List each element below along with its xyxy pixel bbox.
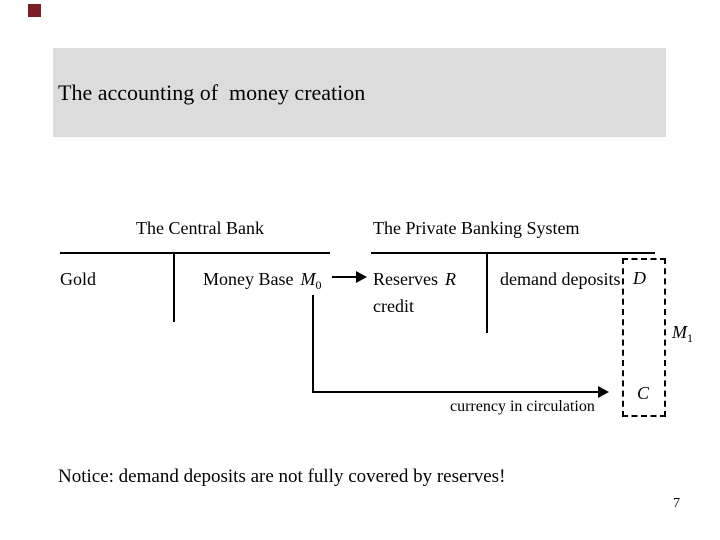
private-banking-asset-reserves: Reserves R xyxy=(373,269,456,290)
currency-symbol: C xyxy=(637,383,650,403)
money-base-to-reserves-arrow-shaft xyxy=(332,276,358,278)
money-base-symbol: M xyxy=(300,269,316,289)
private-banking-top-rule xyxy=(371,252,655,254)
currency-path-arrow-head xyxy=(598,386,609,398)
currency-path-horizontal xyxy=(312,391,600,393)
title-bar: The accounting of money creation xyxy=(53,48,666,137)
reserves-label: Reserves xyxy=(373,269,438,289)
private-banking-divider xyxy=(486,253,488,333)
money-base-subscript: 0 xyxy=(315,278,322,292)
accent-rectangle xyxy=(28,4,41,17)
page-number: 7 xyxy=(673,496,680,511)
private-banking-liability-deposits: demand deposits xyxy=(500,269,621,289)
currency-in-circulation-label: currency in circulation xyxy=(450,398,595,415)
currency-path-vertical xyxy=(312,295,314,392)
central-bank-liability-money-base: Money Base M0 xyxy=(203,269,321,293)
central-bank-divider xyxy=(173,253,175,322)
central-bank-top-rule xyxy=(60,252,330,254)
private-banking-asset-credit: credit xyxy=(373,296,414,316)
reserves-symbol: R xyxy=(444,269,456,289)
central-bank-title: The Central Bank xyxy=(136,218,264,238)
m1-symbol: M xyxy=(672,322,687,342)
m1-dashed-box xyxy=(622,258,666,417)
central-bank-asset-gold: Gold xyxy=(60,269,96,289)
notice-text: Notice: demand deposits are not fully co… xyxy=(58,466,506,487)
slide-title: The accounting of money creation xyxy=(58,79,366,105)
private-banking-title: The Private Banking System xyxy=(373,218,580,238)
m1-subscript: 1 xyxy=(687,331,693,345)
money-base-to-reserves-arrow-head xyxy=(356,271,367,283)
deposits-symbol: D xyxy=(633,268,646,288)
money-base-label: Money Base xyxy=(203,269,294,289)
m1-label: M1 xyxy=(672,322,693,346)
